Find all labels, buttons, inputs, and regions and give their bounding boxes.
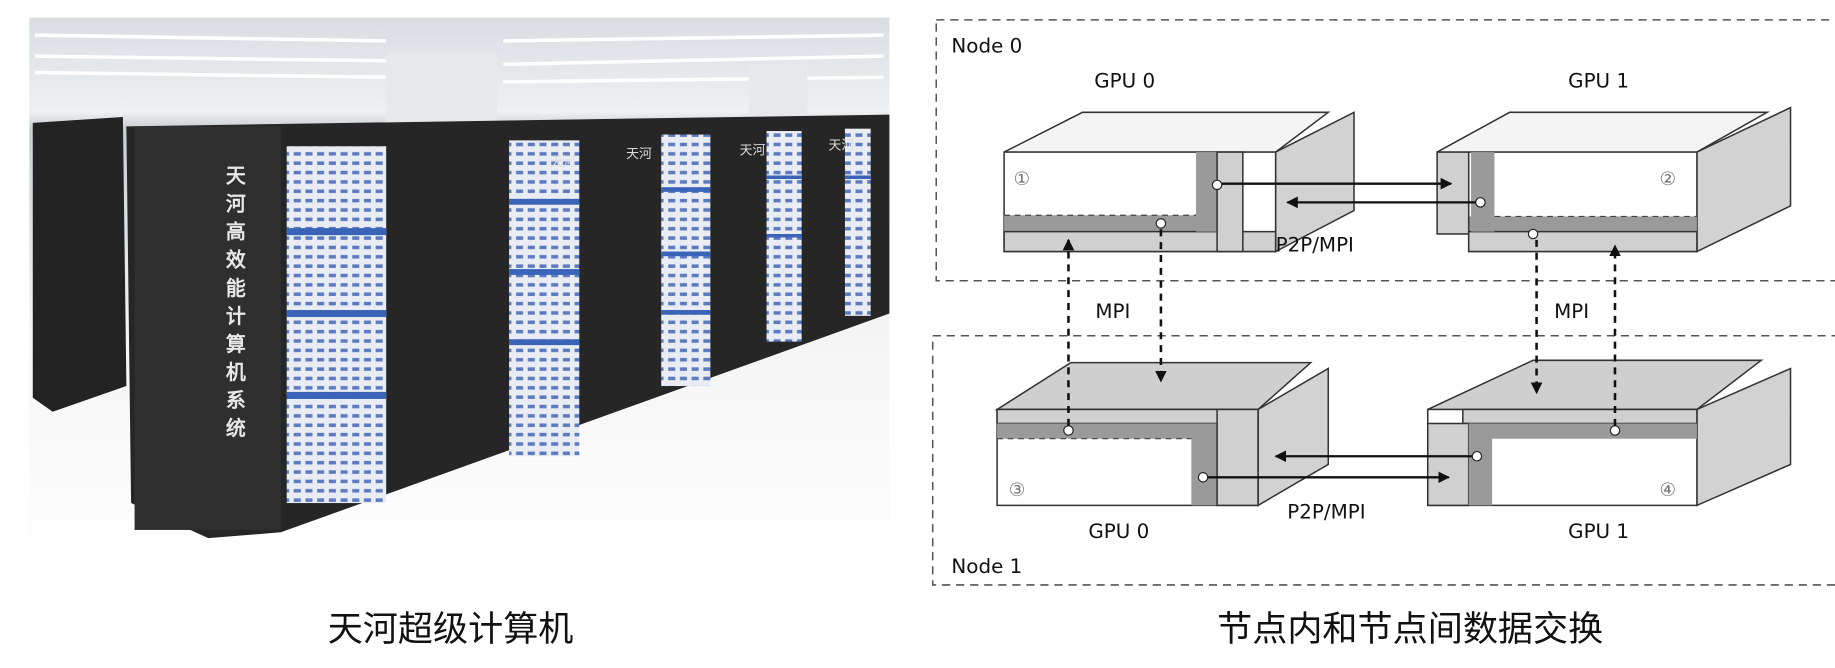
gpu1-node0-label: GPU 1 [1568,70,1629,93]
gpu0-node0-box: ① [1003,111,1355,253]
rack-label: 天河 [550,155,576,170]
rack-glass-doors [286,128,871,504]
rack-side-panel [134,126,281,530]
supercomputer-photo: 天 河 高 效 能 计 算 机 系 统 [29,17,890,574]
gpu0-node0-label: GPU 0 [1094,70,1155,93]
mpi-label-left: MPI [1095,300,1130,323]
ceiling-lights [35,33,884,84]
rack-label: 天河 [740,143,766,158]
node1-boundary [931,334,1835,586]
gpu-number: ④ [1659,480,1676,501]
rack-label: 天河 [829,139,855,154]
node0-label: Node 0 [951,35,1022,58]
node0-boundary [935,19,1835,282]
rack-char: 系 [226,389,246,412]
gpu1-node0-box: ② [1436,106,1792,253]
data-exchange-diagram: Node 0 Node 1 ① ② [931,19,1835,586]
gpu1-node1-box: ④ [1426,359,1792,507]
rack-label: 天河 [626,147,652,162]
mpi-label-right: MPI [1554,300,1589,323]
right-caption: 节点内和节点间数据交换 [1217,609,1603,650]
rack-char: 计 [226,305,246,328]
node1-label: Node 1 [951,555,1022,578]
gpu0-node1-label: GPU 0 [1088,520,1149,543]
p2p-label-node1: P2P/MPI [1287,500,1365,523]
p2p-label-node0: P2P/MPI [1276,234,1354,257]
rack-char: 天 [226,165,246,188]
rack-char: 能 [226,277,246,300]
rack-char: 机 [226,361,246,384]
rack-char: 河 [226,193,246,216]
rack-char: 算 [226,333,246,356]
gpu1-node1-label: GPU 1 [1568,520,1629,543]
gpu-number: ① [1013,169,1030,190]
rack-char: 统 [226,417,246,440]
left-caption: 天河超级计算机 [328,609,574,650]
rack-char: 效 [226,249,246,272]
gpu-number: ② [1659,169,1676,190]
gpu-number: ③ [1009,480,1026,501]
rack-char: 高 [226,221,246,244]
gpu0-node1-box: ③ [994,361,1330,507]
rack-vertical-label: 天 河 高 效 能 计 算 机 系 统 [226,165,246,441]
